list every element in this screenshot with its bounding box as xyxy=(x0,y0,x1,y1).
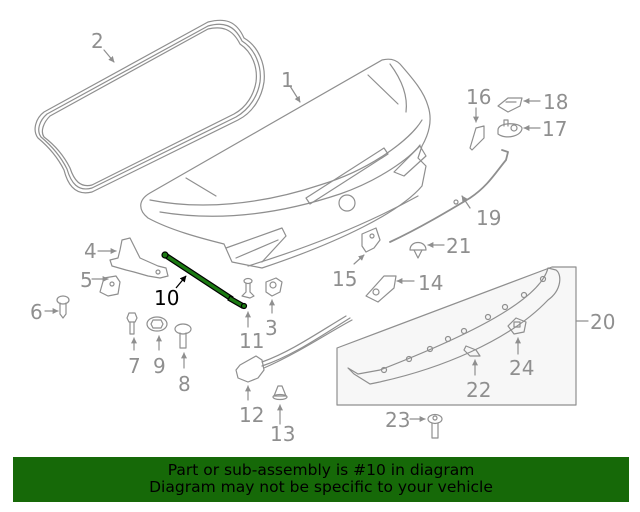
callout-14[interactable]: 14 xyxy=(418,271,444,295)
screw-part-23[interactable] xyxy=(409,413,443,439)
callout-3[interactable]: 3 xyxy=(265,316,278,340)
callout-18[interactable]: 18 xyxy=(543,90,569,114)
lamp-lens-part-16[interactable] xyxy=(469,107,485,151)
bumper-part-13[interactable] xyxy=(272,385,288,425)
screw-part-6[interactable] xyxy=(44,295,70,319)
callout-15[interactable]: 15 xyxy=(332,267,358,291)
lift-support-strut-part-10[interactable] xyxy=(161,251,248,310)
striker-part-14[interactable] xyxy=(365,275,415,303)
callout-4[interactable]: 4 xyxy=(84,239,97,263)
callout-16[interactable]: 16 xyxy=(466,85,492,109)
nut-part-9[interactable] xyxy=(146,316,168,351)
clip-part-21[interactable] xyxy=(409,241,445,259)
callout-1[interactable]: 1 xyxy=(281,68,294,92)
callout-9[interactable]: 9 xyxy=(153,354,166,378)
trim-garnish-assembly-part-20[interactable] xyxy=(336,266,589,406)
seal-part-22[interactable] xyxy=(463,345,481,376)
callout-21[interactable]: 21 xyxy=(446,234,472,258)
parts-diagram xyxy=(34,19,589,439)
callout-20[interactable]: 20 xyxy=(590,310,616,334)
callout-23[interactable]: 23 xyxy=(385,408,411,432)
callout-8[interactable]: 8 xyxy=(178,372,191,396)
callout-11[interactable]: 11 xyxy=(239,329,265,353)
callout-12[interactable]: 12 xyxy=(239,403,265,427)
release-cable-part-19[interactable] xyxy=(389,149,509,243)
callout-10-highlighted[interactable]: 10 xyxy=(154,286,180,310)
callout-24[interactable]: 24 xyxy=(509,356,535,380)
callout-5[interactable]: 5 xyxy=(80,268,93,292)
callout-6[interactable]: 6 xyxy=(30,300,43,324)
push-clip-part-11[interactable] xyxy=(241,277,255,328)
hinge-bracket-part-4[interactable] xyxy=(97,237,169,279)
callout-2[interactable]: 2 xyxy=(91,29,104,53)
banner-part-note: Part or sub-assembly is #10 in diagram xyxy=(167,461,475,479)
callout-7[interactable]: 7 xyxy=(128,354,141,378)
callout-22[interactable]: 22 xyxy=(466,378,492,402)
bracket-part-24[interactable] xyxy=(507,317,527,355)
license-lamp-part-18[interactable] xyxy=(497,97,541,113)
banner-disclaimer: Diagram may not be specific to your vehi… xyxy=(149,478,493,496)
bracket-part-5[interactable] xyxy=(91,275,121,297)
bolt-part-7[interactable] xyxy=(126,312,138,351)
callout-17[interactable]: 17 xyxy=(542,117,568,141)
callout-19[interactable]: 19 xyxy=(476,206,502,230)
screw-part-8[interactable] xyxy=(174,323,192,369)
callout-13[interactable]: 13 xyxy=(270,422,296,446)
info-banner: Part or sub-assembly is #10 in diagram D… xyxy=(13,457,629,502)
bracket-part-15[interactable] xyxy=(353,227,381,265)
weatherstrip-seal-part-2[interactable] xyxy=(34,19,265,194)
trunk-lid-part-1[interactable] xyxy=(140,58,431,269)
latch-actuator-part-12[interactable] xyxy=(235,315,353,401)
lamp-socket-part-17[interactable] xyxy=(497,119,541,138)
bumper-stop-part-3[interactable] xyxy=(265,277,283,314)
